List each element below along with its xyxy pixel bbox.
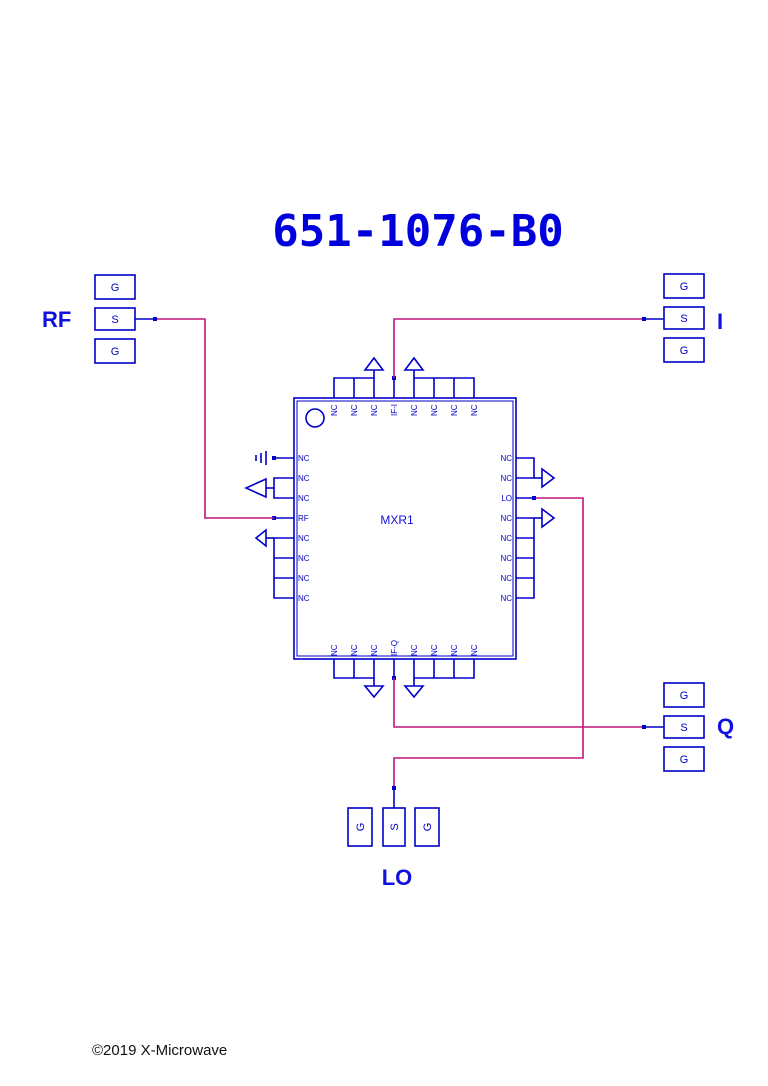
i-signal-pad: [663, 306, 705, 330]
right-pins: NC NC LO NC NC NC NC NC: [500, 454, 512, 603]
bottom-nc-ties: [333, 659, 475, 699]
if-q-wire: [393, 678, 642, 728]
q-ground-pad-top: [663, 682, 705, 708]
top-right-ground-arrow-icon: [403, 356, 425, 371]
q-ground-pad-top-label: G: [680, 690, 689, 702]
top-pin-label: NC: [410, 404, 419, 416]
rf-port-label: RF: [42, 307, 71, 332]
i-ground-pad-bottom: [663, 337, 705, 363]
lo-signal-pad-label: S: [389, 823, 401, 830]
lo-ground-pad-right: [414, 807, 440, 847]
q-ground-pad-bottom-label: G: [680, 754, 689, 766]
pin1-marker: [305, 408, 325, 428]
left-pin-label: NC: [298, 554, 310, 563]
left-upper-ground-arrow-icon: [244, 477, 267, 499]
right-pin-label: NC: [500, 514, 512, 523]
rf-ground-pad-top-label: G: [111, 282, 120, 294]
lo-wire: [393, 497, 584, 786]
bottom-pins: NC NC NC IF-Q NC NC NC NC: [330, 640, 479, 656]
left-pins: NC NC NC RF NC NC NC NC: [298, 454, 310, 603]
q-ground-pad-bottom: [663, 746, 705, 772]
i-connector: G S G I: [642, 273, 723, 363]
left-pin-label: NC: [298, 494, 310, 503]
bottom-pin-label: NC: [410, 644, 419, 656]
lo-ground-pad-right-label: G: [422, 823, 434, 832]
right-pin-label: NC: [500, 594, 512, 603]
left-nc-ties: [244, 451, 294, 599]
right-pin-label: NC: [500, 574, 512, 583]
top-pin-label: NC: [330, 404, 339, 416]
bottom-pin-label: NC: [470, 644, 479, 656]
top-pin-label: IF-I: [390, 404, 399, 416]
right-upper-ground-arrow-icon: [541, 467, 556, 489]
i-signal-pad-label: S: [680, 313, 687, 325]
bottom-pin-label: NC: [450, 644, 459, 656]
bottom-right-ground-arrow-icon: [403, 685, 425, 699]
if-i-wire: [393, 318, 642, 378]
copyright-text: ©2019 X-Microwave: [92, 1042, 227, 1059]
top-pin-label: NC: [370, 404, 379, 416]
bottom-pin-label: NC: [350, 644, 359, 656]
left-pin-label: NC: [298, 594, 310, 603]
rf-wire: [157, 318, 274, 519]
left-pin-label: NC: [298, 534, 310, 543]
left-pin-label: NC: [298, 574, 310, 583]
bottom-left-ground-arrow-icon: [363, 685, 385, 699]
lo-ground-pad-left-label: G: [355, 823, 367, 832]
bottom-pin-label: NC: [370, 644, 379, 656]
top-pin-label: NC: [450, 404, 459, 416]
left-pin-label: NC: [298, 454, 310, 463]
lo-ground-pad-left: [347, 807, 373, 847]
rf-signal-pad-label: S: [111, 314, 118, 326]
top-pin-label: NC: [430, 404, 439, 416]
mixer-chip: MXR1: [293, 397, 517, 660]
left-lower-ground-arrow-icon: [254, 528, 267, 548]
right-lower-ground-arrow-icon: [541, 507, 556, 529]
top-pin-label: NC: [350, 404, 359, 416]
left-pin-label: RF: [298, 514, 309, 523]
rf-ground-pad-bottom: [94, 338, 136, 364]
q-port-label: Q: [717, 714, 734, 739]
left-pin-label: NC: [298, 474, 310, 483]
i-ground-pad-top-label: G: [680, 281, 689, 293]
i-ground-pad-top: [663, 273, 705, 299]
right-pin-label: NC: [500, 534, 512, 543]
right-nc-ties: [516, 457, 556, 599]
right-pin-label: LO: [501, 494, 512, 503]
i-port-label: I: [717, 309, 723, 334]
top-left-ground-arrow-icon: [363, 356, 385, 371]
rf-connector: G S G RF: [42, 274, 157, 364]
top-pins: NC NC NC IF-I NC NC NC NC: [330, 404, 479, 416]
bottom-pin-label: IF-Q: [390, 640, 399, 656]
bottom-pin-label: NC: [330, 644, 339, 656]
lo-port-label: LO: [382, 865, 413, 890]
q-connector: G S G Q: [642, 682, 734, 772]
i-ground-pad-bottom-label: G: [680, 345, 689, 357]
right-pin-label: NC: [500, 474, 512, 483]
q-signal-pad-label: S: [680, 722, 687, 734]
top-nc-ties: [333, 356, 475, 398]
top-pin-label: NC: [470, 404, 479, 416]
part-number-title: 651-1076-B0: [272, 206, 563, 257]
rf-ground-pad-top: [94, 274, 136, 300]
right-pin-label: NC: [500, 454, 512, 463]
bottom-pin-label: NC: [430, 644, 439, 656]
part-reference: MXR1: [380, 513, 414, 527]
right-pin-label: NC: [500, 554, 512, 563]
rf-ground-pad-bottom-label: G: [111, 346, 120, 358]
lo-connector: G S G LO: [347, 786, 440, 890]
